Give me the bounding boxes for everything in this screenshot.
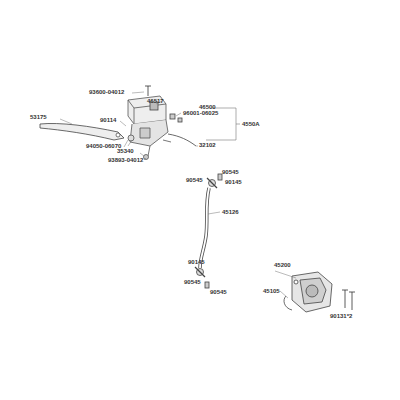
callout-number: 90545	[184, 279, 201, 286]
brake-hose	[195, 174, 222, 288]
pin	[342, 290, 355, 310]
callout-number: 90545	[222, 169, 239, 176]
callout-number: 90145	[225, 179, 242, 186]
brake-caliper	[284, 272, 332, 312]
callout-number: 90131*2	[330, 313, 352, 320]
callout-number: 90145	[188, 259, 205, 266]
callout-number: 46517	[147, 98, 164, 105]
switch-wire	[168, 134, 196, 146]
callout-number: 45200	[274, 262, 291, 269]
callout-number: 90114	[100, 117, 116, 124]
callout-number: 32102	[199, 142, 216, 149]
callout-number: 96001-06025	[183, 110, 218, 117]
master-cylinder	[128, 96, 171, 160]
callout-number: 45126	[222, 209, 239, 216]
leader-lines	[60, 92, 296, 298]
callout-number: 90545	[186, 177, 203, 184]
callout-number: 45105	[263, 288, 280, 295]
callout-number: 93893-04012	[108, 157, 143, 164]
callout-number: 4550A	[242, 121, 260, 128]
callout-number: 94050-06070	[86, 143, 121, 150]
callout-number: 53175	[30, 114, 47, 121]
callout-number: 46500	[199, 104, 216, 111]
callout-number: 90545	[210, 289, 227, 296]
screw	[145, 86, 151, 96]
callout-number: 35340	[117, 148, 134, 155]
brake-lever	[40, 123, 124, 140]
callout-number: 93600-04012	[89, 89, 124, 96]
